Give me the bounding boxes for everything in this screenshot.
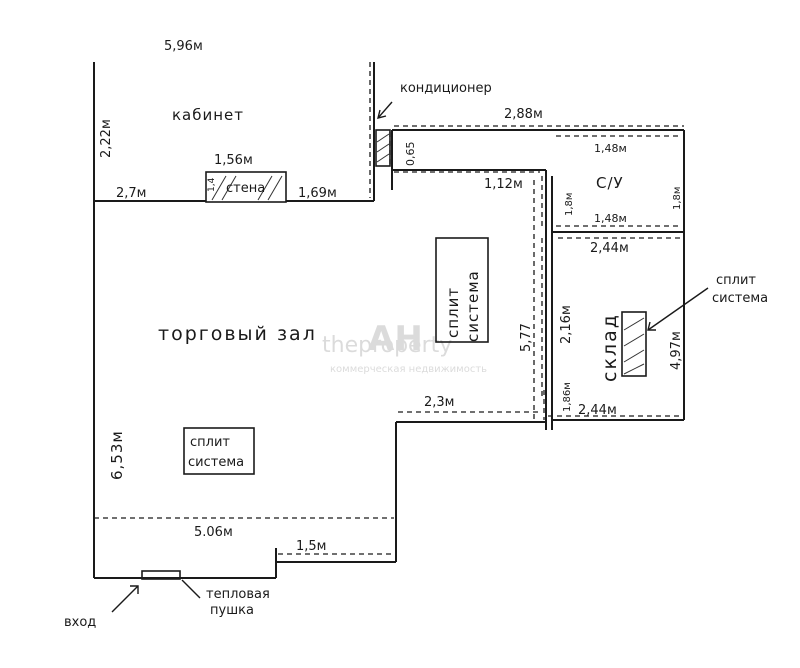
dimension-lines	[94, 62, 684, 555]
storage-label: склад	[599, 313, 621, 382]
toilet-label: С/У	[596, 174, 624, 192]
walls	[93, 62, 685, 579]
dim-top-width: 5,96м	[164, 39, 203, 54]
external-split-label-2: система	[712, 291, 768, 306]
dim-hall-bottom-width: 5.06м	[194, 525, 233, 540]
hall-split-left-label-2: система	[188, 455, 244, 470]
hall-split-center-label-2: система	[464, 270, 482, 342]
dim-toilet-top: 1,48м	[594, 142, 627, 155]
watermark-tagline: коммерческая недвижимость	[330, 364, 487, 375]
hall-split-center-label-1: сплит	[444, 287, 462, 338]
storage-split: сплит система	[621, 273, 768, 377]
hall-split-center-box	[435, 237, 489, 343]
dim-hall-height-right: 5,77	[519, 323, 534, 352]
dim-office-bottom-left: 2,7м	[116, 186, 146, 201]
dim-hall-left-height: 6,53м	[108, 430, 126, 480]
dim-storage-top: 2,44м	[590, 241, 629, 256]
sales-hall-label: торговый зал	[158, 323, 317, 345]
dim-toilet-height-left: 1,8м	[564, 193, 575, 216]
wall-block-outline	[205, 171, 287, 203]
dim-toilet-height-right: 1,8м	[672, 187, 683, 210]
dim-storage-right: 4,97м	[669, 331, 684, 370]
external-split-label-1: сплит	[716, 273, 756, 288]
hall-split-left-box	[183, 427, 255, 475]
ac-unit-box	[375, 129, 391, 167]
wall-label: стена	[226, 181, 265, 196]
dim-storage-bottom: 2,44м	[578, 403, 617, 418]
watermark-logo: AH	[368, 319, 423, 359]
dim-toilet-bottom: 1,48м	[594, 212, 627, 225]
ac-unit: кондиционер	[375, 81, 492, 167]
entrance: вход тепловая пушка	[64, 570, 270, 630]
dim-office-bottom-right: 1,69м	[298, 186, 337, 201]
office-label: кабинет	[172, 106, 244, 124]
dim-entrance-step: 1,5м	[296, 539, 326, 554]
dim-ac-height: 0,65	[404, 142, 417, 167]
watermark-name: theproperty	[322, 333, 452, 358]
storage-split-box	[621, 311, 647, 377]
heat-gun-label-1: тепловая	[206, 587, 270, 602]
wall-thickness-label: 1,4	[207, 177, 217, 192]
watermark: AH theproperty коммерческая недвижимость	[322, 319, 487, 375]
dim-corridor-top: 2,88м	[504, 107, 543, 122]
hall-split-left: сплит система	[183, 427, 255, 475]
entrance-door	[141, 570, 181, 580]
entrance-label: вход	[64, 615, 96, 630]
dim-wall-width: 1,56м	[214, 153, 253, 168]
dim-storage-small: 1,86м	[562, 382, 573, 412]
dim-storage-left: 2,16м	[559, 305, 574, 344]
dim-hall-step: 2,3м	[424, 395, 454, 410]
hall-split-center: сплит система	[435, 237, 489, 343]
wall-block: стена 1,4	[205, 171, 287, 203]
hall-split-left-label-1: сплит	[190, 435, 230, 450]
ac-label: кондиционер	[400, 81, 492, 96]
dim-office-height: 2,22м	[99, 119, 114, 158]
dim-corridor-inner: 1,12м	[484, 177, 523, 192]
heat-gun-label-2: пушка	[210, 603, 254, 618]
